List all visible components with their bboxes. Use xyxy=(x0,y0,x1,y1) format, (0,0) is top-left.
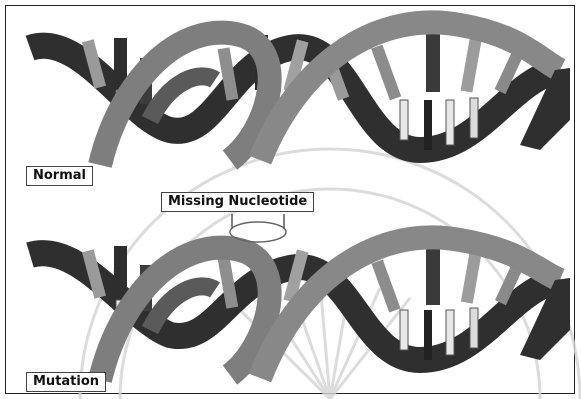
missing-nucleotide-gap xyxy=(230,222,286,242)
normal-dna xyxy=(30,22,570,165)
mutation-dna xyxy=(30,222,570,380)
normal-label: Normal xyxy=(26,166,93,186)
mutation-label: Mutation xyxy=(26,372,106,392)
missing-nucleotide-label: Missing Nucleotide xyxy=(161,192,314,212)
